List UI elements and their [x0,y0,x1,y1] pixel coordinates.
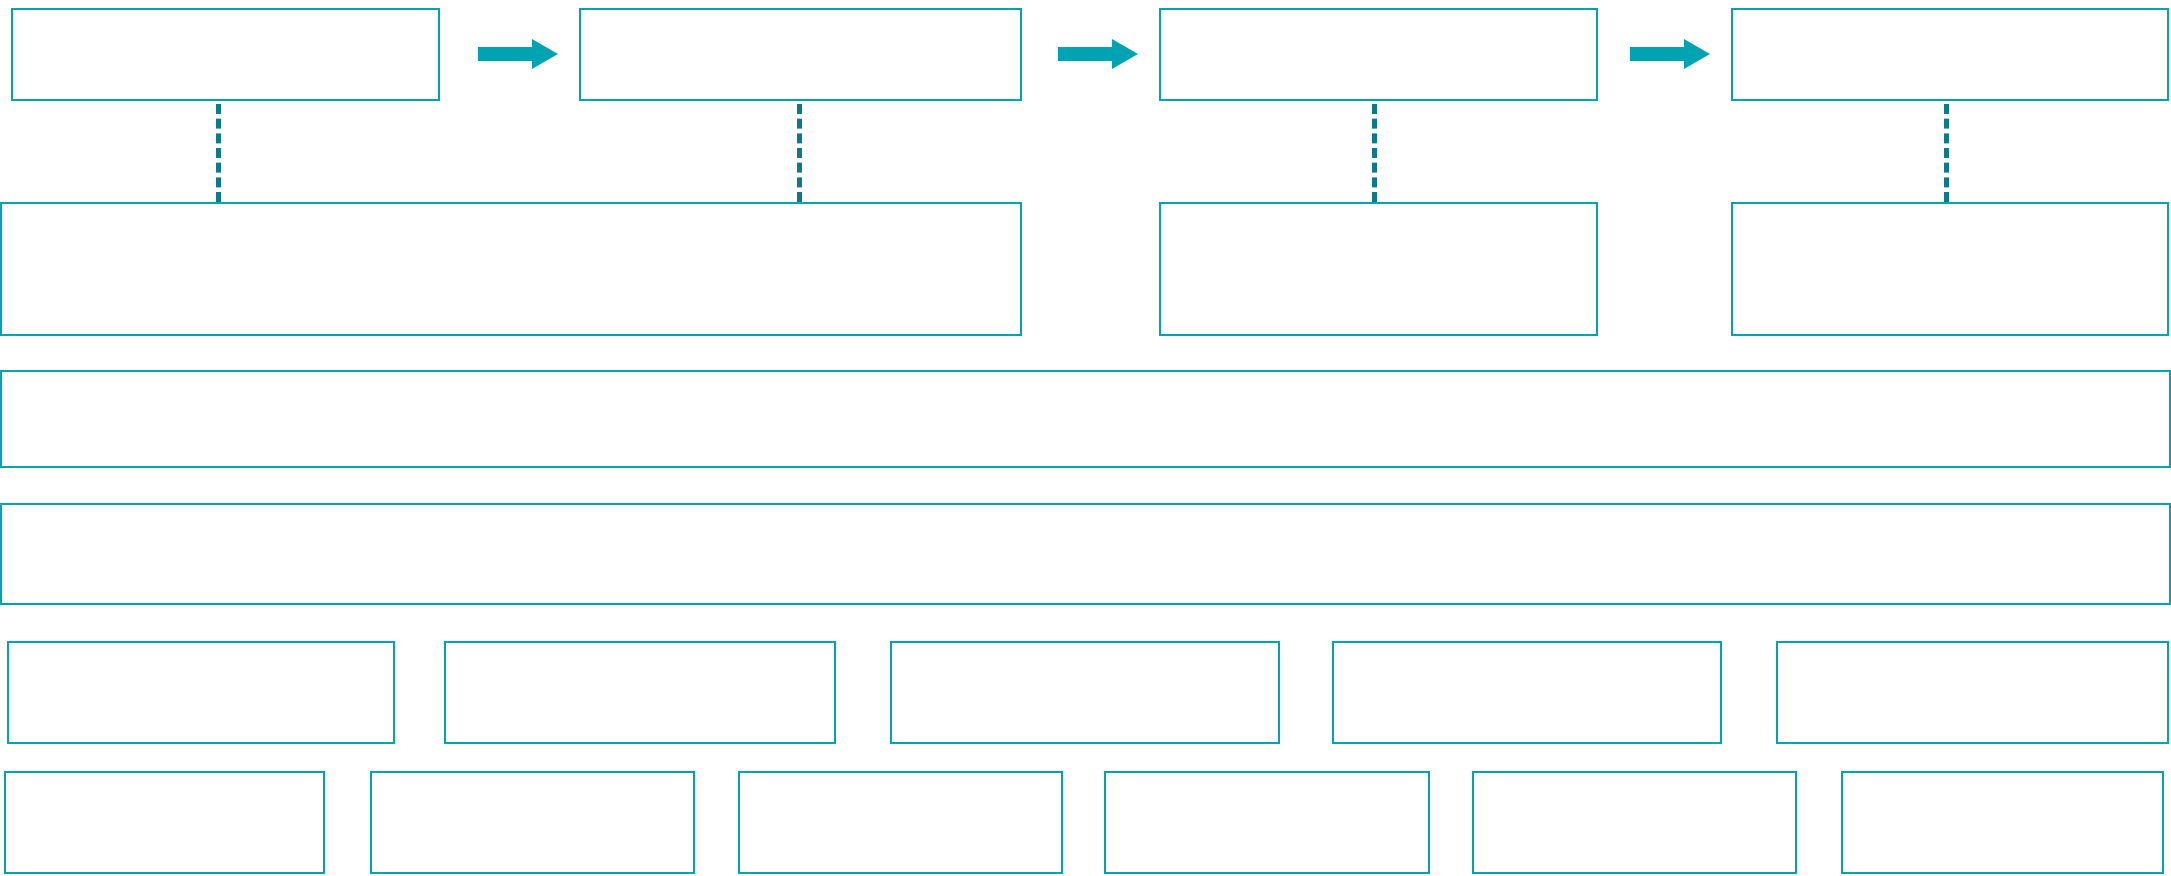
row5-box-2 [444,641,836,744]
detail-box-wide [0,202,1022,336]
arrow-right-icon [478,39,558,69]
row5-box-3 [890,641,1280,744]
row5-box-4 [1332,641,1722,744]
arrow-right-icon [1058,39,1138,69]
full-width-band-2 [0,503,2171,605]
row6-box-4 [1104,771,1430,874]
flow-step-4 [1731,8,2169,101]
row6-box-1 [4,771,325,874]
dashed-connector [797,104,802,202]
flow-step-1 [11,8,440,101]
dashed-connector [1372,104,1377,202]
flow-step-3 [1159,8,1598,101]
row5-box-1 [7,641,395,744]
row6-box-2 [370,771,695,874]
detail-box-mid [1159,202,1598,336]
full-width-band-1 [0,370,2171,468]
row6-box-6 [1841,771,2164,874]
detail-box-right [1731,202,2169,336]
dashed-connector [216,104,221,202]
flow-step-2 [579,8,1022,101]
row6-box-3 [738,771,1063,874]
arrow-right-icon [1630,39,1710,69]
row5-box-5 [1776,641,2169,744]
row6-box-5 [1472,771,1797,874]
dashed-connector [1944,104,1949,202]
